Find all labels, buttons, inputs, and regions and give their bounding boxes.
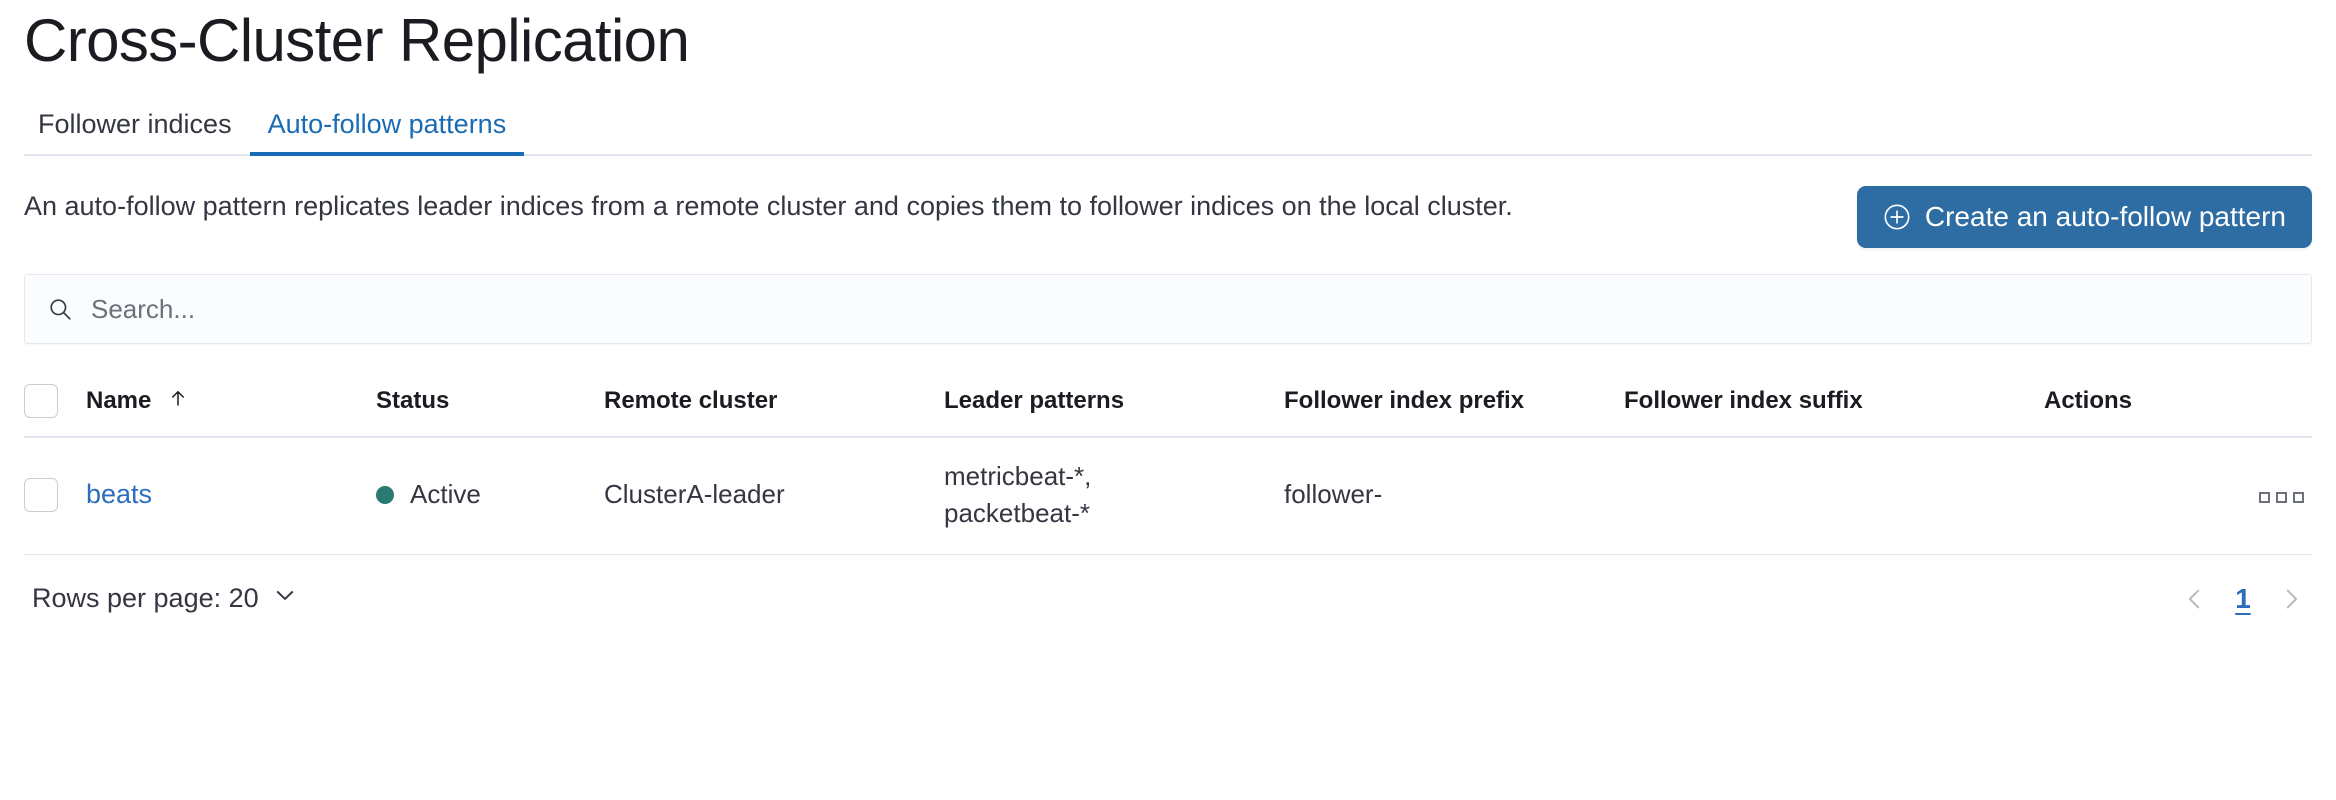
plus-in-circle-icon — [1883, 203, 1911, 231]
table-row: beats Active ClusterA-leader metricbeat-… — [24, 437, 2312, 555]
cell-follower-index-suffix — [1624, 437, 2044, 555]
create-auto-follow-pattern-button[interactable]: Create an auto-follow pattern — [1856, 186, 2312, 248]
column-header-status[interactable]: Status — [376, 370, 604, 438]
row-select-checkbox[interactable] — [24, 477, 58, 512]
column-header-actions: Actions — [2044, 370, 2312, 438]
tab-auto-follow-patterns[interactable]: Auto-follow patterns — [249, 111, 525, 156]
sort-ascending-icon — [168, 387, 188, 415]
create-button-label: Create an auto-follow pattern — [1924, 201, 2286, 232]
tab-bar: Follower indices Auto-follow patterns — [24, 100, 2312, 156]
select-all-checkbox[interactable] — [24, 384, 58, 418]
row-select-cell — [24, 437, 86, 555]
cell-follower-index-prefix: follower- — [1284, 437, 1624, 555]
cell-status: Active — [376, 437, 604, 555]
rows-per-page-label: Rows per page: 20 — [32, 583, 259, 614]
column-header-remote-cluster[interactable]: Remote cluster — [604, 370, 944, 438]
column-header-name[interactable]: Name — [86, 370, 376, 438]
cell-leader-patterns: metricbeat-*, packetbeat-* — [944, 437, 1284, 555]
pagination-page-1[interactable]: 1 — [2235, 582, 2251, 614]
auto-follow-pattern-link[interactable]: beats — [86, 479, 153, 510]
column-header-name-label: Name — [86, 386, 152, 414]
column-header-follower-index-prefix[interactable]: Follower index prefix — [1284, 370, 1624, 438]
chevron-left-icon[interactable] — [2182, 584, 2208, 614]
table-footer: Rows per page: 20 1 — [24, 583, 2312, 615]
leader-pattern-line: metricbeat-*, — [944, 461, 1092, 491]
search-input[interactable] — [89, 275, 2289, 343]
description-row: An auto-follow pattern replicates leader… — [24, 186, 2312, 248]
cell-actions — [2044, 437, 2312, 555]
cell-remote-cluster: ClusterA-leader — [604, 437, 944, 555]
more-actions-icon[interactable] — [2251, 484, 2312, 511]
column-header-leader-patterns[interactable]: Leader patterns — [944, 370, 1284, 438]
select-all-header — [24, 370, 86, 438]
column-header-follower-index-suffix[interactable]: Follower index suffix — [1624, 370, 2044, 438]
tab-follower-indices[interactable]: Follower indices — [24, 111, 250, 154]
description-text: An auto-follow pattern replicates leader… — [24, 191, 1513, 221]
leader-pattern-line: packetbeat-* — [944, 497, 1090, 528]
page-title: Cross-Cluster Replication — [24, 7, 690, 74]
rows-per-page-selector[interactable]: Rows per page: 20 — [32, 583, 297, 614]
pagination: 1 — [2182, 583, 2304, 615]
chevron-down-icon — [273, 583, 297, 614]
status-dot-icon — [376, 485, 394, 504]
table-header-row: Name Status Remote cluster Leader patter… — [24, 370, 2312, 438]
search-bar[interactable] — [24, 274, 2312, 344]
chevron-right-icon[interactable] — [2278, 584, 2304, 614]
auto-follow-patterns-table: Name Status Remote cluster Leader patter… — [24, 370, 2312, 555]
status-label: Active — [410, 479, 481, 510]
search-icon — [47, 296, 73, 322]
cell-name: beats — [86, 437, 376, 555]
